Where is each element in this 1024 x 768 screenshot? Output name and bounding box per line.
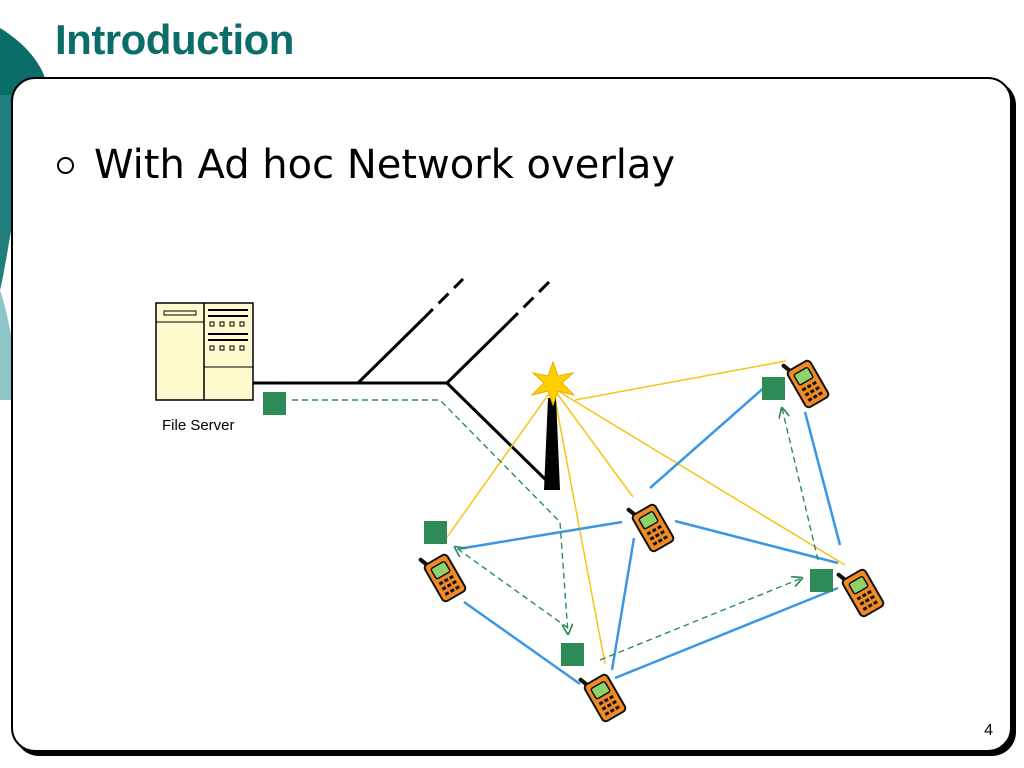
mobile-phone-icon [780, 351, 832, 411]
data-path [292, 399, 819, 661]
bullet-item: With Ad hoc Network overlay [57, 142, 675, 188]
cache-node-icon [762, 377, 785, 400]
adhoc-links [457, 377, 842, 686]
server-label: File Server [162, 417, 235, 434]
radio-links [444, 360, 846, 665]
file-server-icon [155, 302, 254, 401]
circle-bullet-icon [57, 156, 74, 174]
cache-node-icon [424, 521, 447, 544]
cache-node-icon [263, 392, 286, 415]
content-frame [11, 77, 1012, 752]
bullet-text: With Ad hoc Network overlay [94, 142, 676, 188]
page-number: 4 [984, 722, 993, 739]
cache-node-icon [561, 643, 584, 666]
cache-node-icon [810, 569, 833, 592]
mobile-phone-icon [417, 545, 469, 605]
mobile-phone-icon [625, 495, 677, 555]
wired-backbone [253, 277, 553, 484]
slide-title: Introduction [55, 16, 294, 63]
mobile-phone-icon [835, 560, 887, 620]
cache-nodes [263, 377, 833, 666]
antenna-tower-icon [530, 360, 576, 490]
mobile-phones [417, 351, 887, 725]
